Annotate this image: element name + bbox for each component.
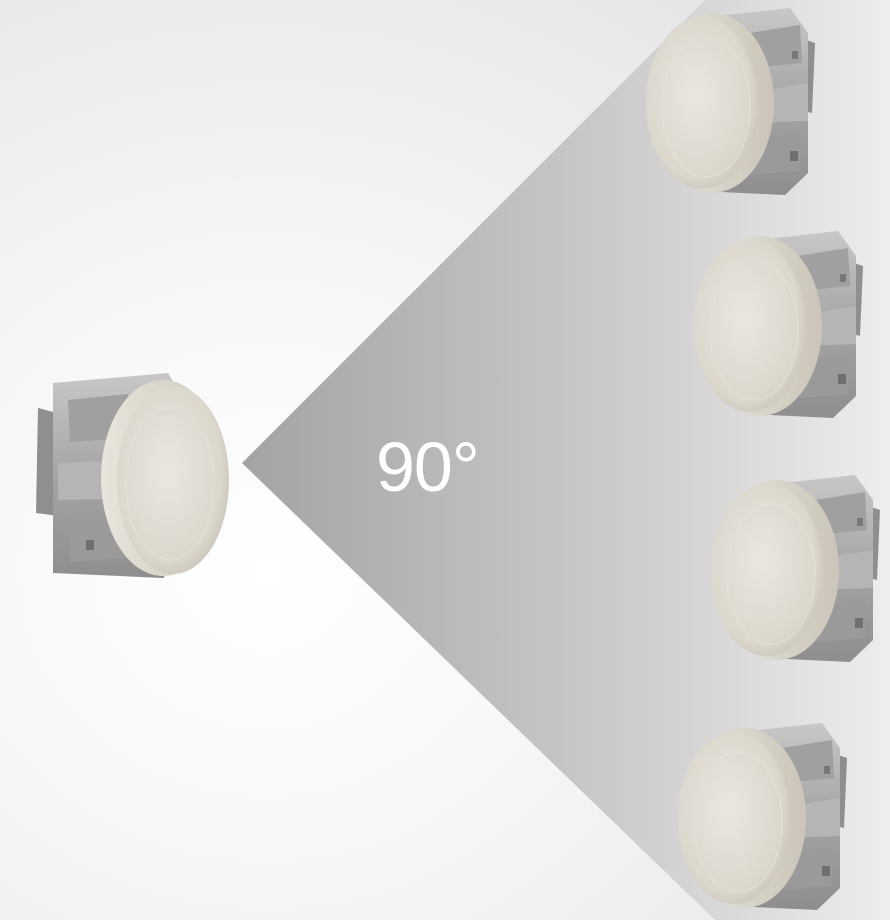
coverage-beam <box>242 0 890 920</box>
client-antenna-3 <box>710 474 881 663</box>
client-antenna-2 <box>693 230 864 419</box>
angle-label: 90° <box>376 428 480 506</box>
client-antenna-1 <box>645 7 816 196</box>
base-station-antenna <box>35 372 230 579</box>
client-antenna-4 <box>677 722 848 911</box>
